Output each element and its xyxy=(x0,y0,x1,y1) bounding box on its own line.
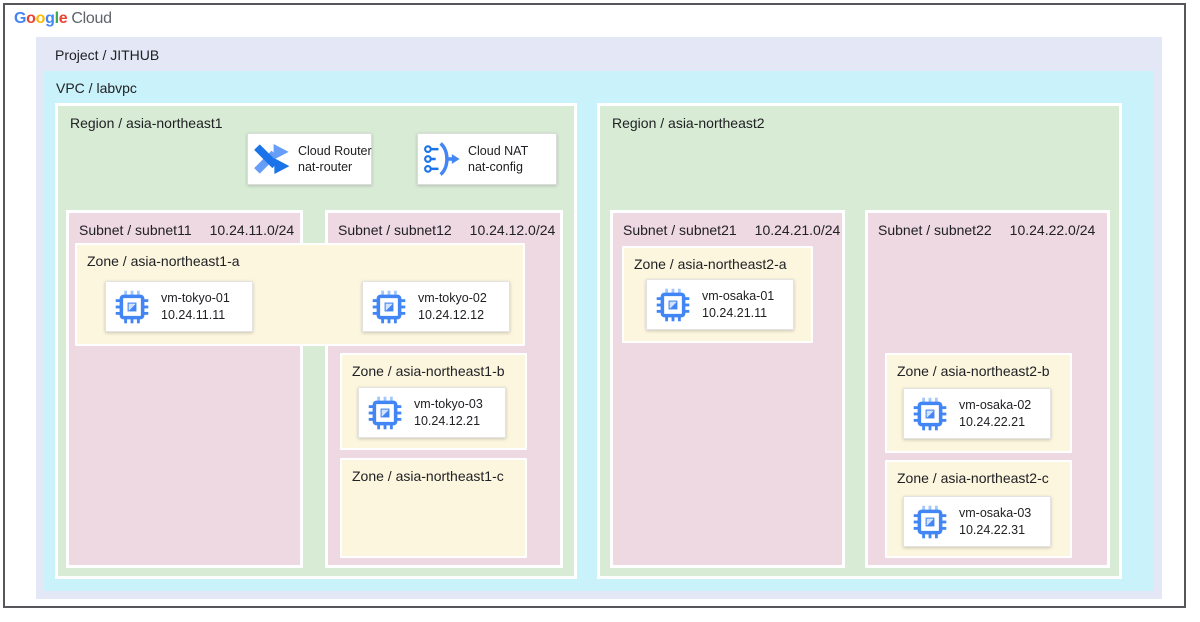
subnet-label: Subnet / subnet21 xyxy=(623,222,737,238)
subnet-box-subnet21: Subnet / subnet21 10.24.21.0/24 Zone / a… xyxy=(610,210,845,568)
vm-card-vm-tokyo-01: vm-tokyo-01 10.24.11.11 xyxy=(105,281,253,332)
subnet-box-subnet22: Subnet / subnet22 10.24.22.0/24 Zone / a… xyxy=(865,210,1110,568)
zone-box-asia-northeast2-b: Zone / asia-northeast2-b xyxy=(885,353,1072,453)
vm-ip: 10.24.11.11 xyxy=(161,307,226,322)
subnet-cidr: 10.24.12.0/24 xyxy=(469,222,556,238)
zone-box-asia-northeast1-c: Zone / asia-northeast1-c xyxy=(340,458,527,558)
vm-card-vm-tokyo-03: vm-tokyo-03 10.24.12.21 xyxy=(358,387,506,438)
cloud-nat-icon xyxy=(424,142,460,176)
vm-ip: 10.24.22.21 xyxy=(959,414,1026,429)
vm-card-vm-osaka-01: vm-osaka-01 10.24.21.11 xyxy=(646,279,794,330)
vm-name: vm-tokyo-03 xyxy=(414,396,483,411)
region-label: Region / asia-northeast2 xyxy=(612,115,765,131)
compute-engine-icon xyxy=(913,397,947,430)
compute-engine-icon xyxy=(913,505,947,538)
logo-cloud-word: Cloud xyxy=(71,10,112,27)
vm-ip: 10.24.21.11 xyxy=(702,305,768,320)
vm-card-vm-osaka-02: vm-osaka-02 10.24.22.21 xyxy=(903,388,1051,439)
region-box-asia-northeast2: Region / asia-northeast2 Subnet / subnet… xyxy=(597,103,1122,579)
vm-card-vm-osaka-03: vm-osaka-03 10.24.22.31 xyxy=(903,496,1051,547)
vm-card-vm-tokyo-02: vm-tokyo-02 10.24.12.12 xyxy=(362,281,510,332)
vm-name: vm-tokyo-02 xyxy=(418,290,487,305)
zone-label: Zone / asia-northeast1-b xyxy=(352,363,505,379)
region-box-asia-northeast1: Region / asia-northeast1 Cloud Router na… xyxy=(55,103,577,579)
cloud-nat-card: Cloud NAT nat-config xyxy=(417,133,557,185)
vm-name: vm-osaka-03 xyxy=(959,505,1032,520)
zone-label: Zone / asia-northeast2-b xyxy=(897,363,1050,379)
logo-letter: l xyxy=(54,10,59,27)
project-box: Project / JITHUB VPC / labvpc Region / a… xyxy=(36,37,1162,599)
logo-letter: G xyxy=(14,10,27,27)
zone-label: Zone / asia-northeast1-c xyxy=(352,468,504,484)
vpc-label: VPC / labvpc xyxy=(56,80,137,96)
zone-box-asia-northeast2-c: Zone / asia-northeast2-c xyxy=(885,460,1072,558)
service-title: Cloud Router xyxy=(298,144,372,158)
region-label: Region / asia-northeast1 xyxy=(70,115,223,131)
subnet-label: Subnet / subnet11 xyxy=(79,222,192,238)
project-label: Project / JITHUB xyxy=(55,47,160,63)
zone-box-asia-northeast1-a: Zone / asia-northeast1-a xyxy=(75,243,525,346)
vm-ip: 10.24.12.12 xyxy=(418,307,485,322)
vm-ip: 10.24.12.21 xyxy=(414,413,481,428)
zone-box-asia-northeast2-a: Zone / asia-northeast2-a xyxy=(622,246,813,343)
cloud-router-icon xyxy=(254,143,290,175)
subnet-cidr: 10.24.11.0/24 xyxy=(209,222,295,238)
zone-label: Zone / asia-northeast1-a xyxy=(87,253,240,269)
logo-letter: e xyxy=(58,10,68,27)
compute-engine-icon xyxy=(115,290,149,323)
service-title: Cloud NAT xyxy=(468,144,529,158)
subnet-label: Subnet / subnet22 xyxy=(878,222,992,238)
subnet-cidr: 10.24.22.0/24 xyxy=(1009,222,1096,238)
vm-name: vm-osaka-01 xyxy=(702,288,775,303)
compute-engine-icon xyxy=(372,290,406,323)
vm-ip: 10.24.22.31 xyxy=(959,522,1026,537)
vm-name: vm-tokyo-01 xyxy=(161,290,230,305)
zone-box-asia-northeast1-b: Zone / asia-northeast1-b xyxy=(340,353,527,450)
cloud-router-card: Cloud Router nat-router xyxy=(247,133,372,185)
vm-name: vm-osaka-02 xyxy=(959,397,1032,412)
compute-engine-icon xyxy=(368,396,402,429)
subnet-label: Subnet / subnet12 xyxy=(338,222,452,238)
zone-label: Zone / asia-northeast2-a xyxy=(634,256,787,272)
service-instance: nat-router xyxy=(298,160,353,174)
vpc-box: VPC / labvpc Region / asia-northeast1 Cl… xyxy=(44,71,1154,591)
logo-letter: o xyxy=(35,10,46,27)
service-instance: nat-config xyxy=(468,160,523,174)
subnet-cidr: 10.24.21.0/24 xyxy=(754,222,841,238)
logo-letter: g xyxy=(45,10,55,27)
zone-label: Zone / asia-northeast2-c xyxy=(897,470,1049,486)
logo-letter: o xyxy=(26,10,36,27)
compute-engine-icon xyxy=(656,288,690,321)
